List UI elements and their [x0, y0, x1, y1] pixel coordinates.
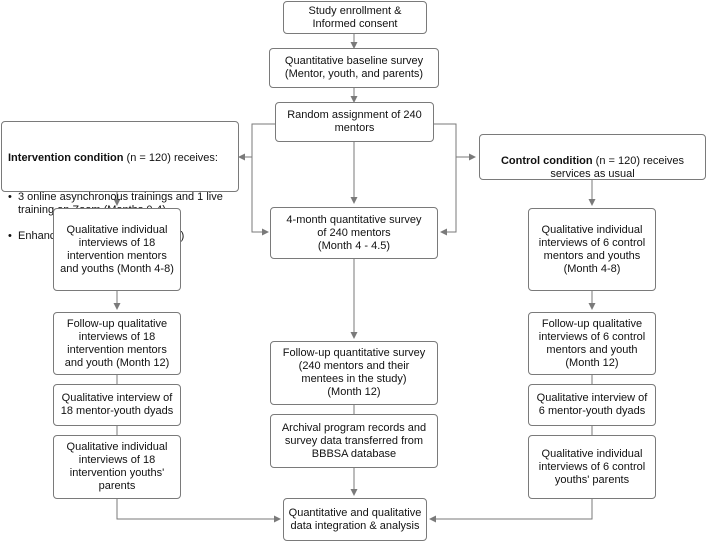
box-followup-survey: Follow-up quantitative survey (240 mento…: [270, 341, 438, 405]
box-random-assignment: Random assignment of 240 mentors: [275, 102, 434, 142]
arrow-intervention-survey4: [251, 157, 269, 236]
box-left-qualitative-4: Qualitative individual interviews of 18 …: [53, 435, 181, 499]
arrow-rightqual4-integration: [429, 499, 593, 523]
control-title-rest: (n = 120) receives services as usual: [550, 155, 685, 180]
box-left-qualitative-3: Qualitative interview of 18 mentor-youth…: [53, 384, 181, 426]
arrow-control-survey4: [440, 157, 457, 236]
box-4month-survey: 4-month quantitative survey of 240 mento…: [270, 207, 438, 259]
box-left-qualitative-1: Qualitative individual interviews of 18 …: [53, 208, 181, 291]
box-baseline-survey: Quantitative baseline survey (Mentor, yo…: [269, 48, 439, 88]
box-control-condition: Control condition (n = 120) receives ser…: [479, 134, 706, 180]
intervention-title: Intervention condition: [8, 152, 124, 164]
control-title: Control condition: [500, 155, 593, 167]
box-right-qualitative-3: Qualitative interview of 6 mentor-youth …: [528, 384, 656, 426]
intervention-title-rest: (n = 120) receives:: [123, 152, 218, 164]
intervention-bullet-trainings: 3 online asynchronous trainings and 1 li…: [8, 191, 232, 217]
arrow-random-control: [434, 123, 476, 161]
box-right-qualitative-1: Qualitative individual interviews of 6 c…: [528, 208, 656, 291]
box-left-qualitative-2: Follow-up qualitative interviews of 18 i…: [53, 312, 181, 375]
box-archival-records: Archival program records and survey data…: [270, 414, 438, 468]
box-data-integration: Quantitative and qualitative data integr…: [283, 498, 427, 541]
box-right-qualitative-4: Qualitative individual interviews of 6 c…: [528, 435, 656, 499]
box-enrollment: Study enrollment & Informed consent: [283, 1, 427, 34]
arrow-random-intervention: [238, 123, 275, 161]
box-intervention-condition: Intervention condition (n = 120) receive…: [1, 121, 239, 243]
intervention-heading: Intervention condition (n = 120) receive…: [8, 139, 232, 165]
box-right-qualitative-2: Follow-up qualitative interviews of 6 co…: [528, 312, 656, 375]
arrow-leftqual4-integration: [116, 499, 281, 523]
